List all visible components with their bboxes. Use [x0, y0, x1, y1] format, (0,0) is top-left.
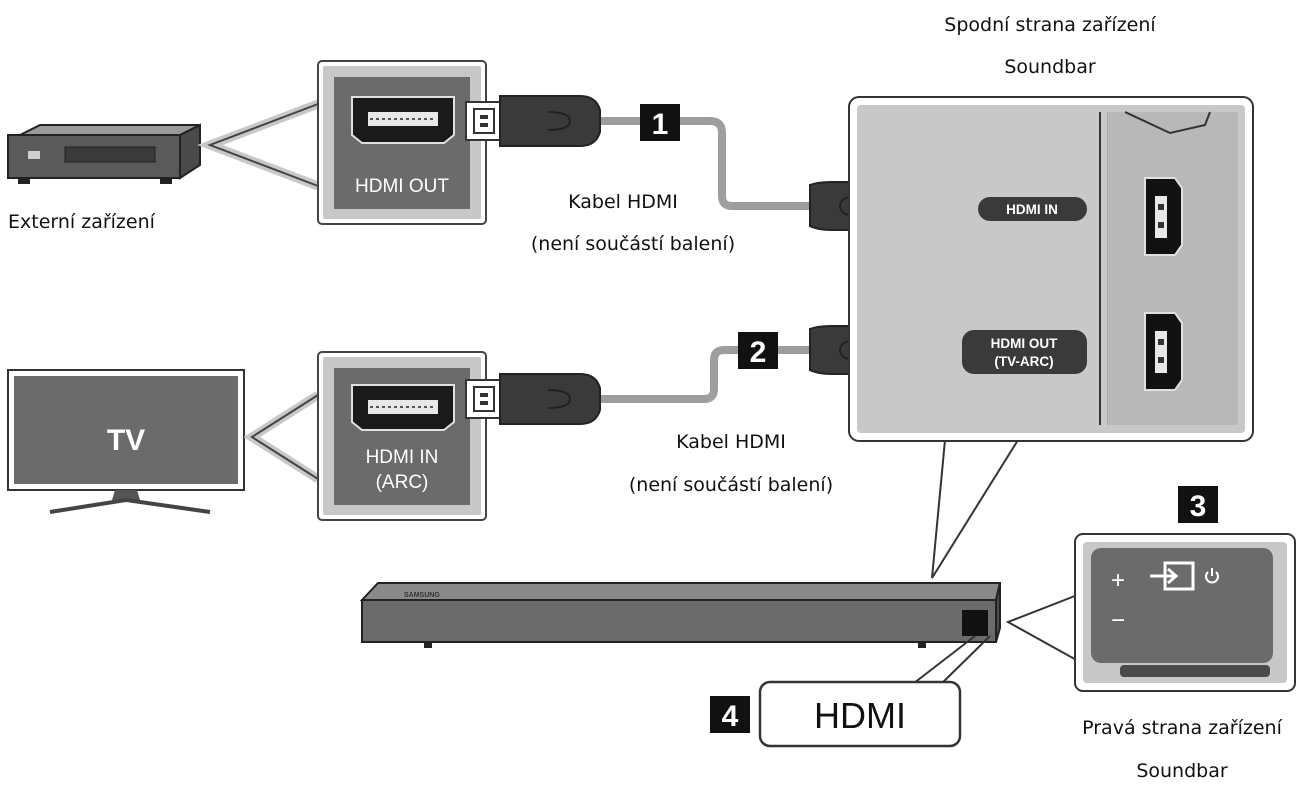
hdmi-cable-1: [600, 117, 810, 210]
volume-down-icon: −: [1111, 607, 1125, 634]
external-hdmi-out-panel: HDMI OUT: [317, 60, 487, 225]
soundbar-bottom-panel: HDMI IN HDMI OUT (TV-ARC): [848, 96, 1254, 579]
power-icon: [1205, 568, 1219, 584]
hdmi-port-icon: [1144, 177, 1183, 256]
step-4-badge: 4: [710, 696, 750, 733]
step-3-badge: 3: [1178, 486, 1218, 523]
source-input-icon: [1150, 561, 1195, 591]
soundbar-port-out-label-1: HDMI OUT: [991, 336, 1058, 351]
step-1-badge: 1: [640, 104, 680, 141]
step-4-number: 4: [722, 700, 739, 733]
external-port-label: HDMI OUT: [355, 176, 449, 197]
brand-label: SAMSUNG: [404, 592, 440, 599]
cable-2-name: Kabel HDMI: [676, 431, 786, 453]
tv-label: TV: [107, 424, 145, 457]
soundbar-icon: SAMSUNG: [359, 582, 1002, 648]
volume-up-icon: +: [1111, 567, 1125, 594]
bottom-side-title-2: Soundbar: [1004, 56, 1096, 78]
step-3-number: 3: [1190, 490, 1207, 523]
right-side-title-1: Pravá strana zařízení: [1082, 717, 1282, 739]
soundbar-right-side-panel: + −: [1074, 533, 1296, 692]
step-2-badge: 2: [738, 332, 778, 369]
cable-1-note: (není součástí balení): [531, 233, 735, 255]
right-side-title-2: Soundbar: [1136, 760, 1228, 782]
tv-hdmi-in-panel: HDMI IN (ARC): [317, 351, 487, 521]
step-2-number: 2: [750, 336, 767, 369]
hdmi-connector-icon: [465, 373, 601, 425]
hdmi-label-box: HDMI: [758, 680, 962, 748]
cable-1-name: Kabel HDMI: [568, 191, 678, 213]
hdmi-port-icon: [1144, 312, 1183, 391]
tv-port-label-2: (ARC): [376, 472, 429, 493]
step-1-number: 1: [652, 108, 669, 141]
cable-2-note: (není součástí balení): [629, 474, 833, 496]
hdmi-port-icon: [351, 96, 455, 144]
hdmi-connector-icon: [465, 95, 601, 147]
soundbar-port-out-label-2: (TV-ARC): [994, 354, 1053, 369]
tv-port-label-1: HDMI IN: [366, 447, 439, 468]
tv-icon: TV: [7, 369, 245, 514]
hdmi-label: HDMI: [814, 695, 906, 736]
external-device-icon: [7, 123, 201, 184]
bottom-side-title-1: Spodní strana zařízení: [944, 14, 1156, 36]
hdmi-cable-2: [600, 346, 812, 403]
soundbar-port-in-label: HDMI IN: [1006, 202, 1058, 217]
hdmi-port-icon: [351, 384, 455, 431]
external-device-label: Externí zařízení: [8, 211, 156, 233]
